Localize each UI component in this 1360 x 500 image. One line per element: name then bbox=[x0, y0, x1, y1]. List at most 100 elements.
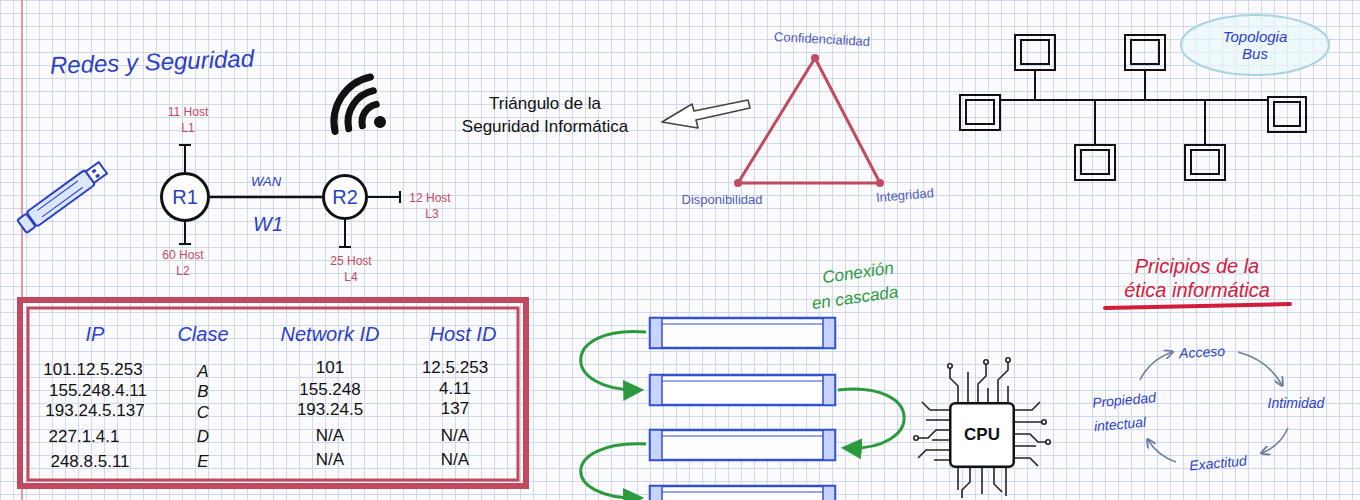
table-header: Clase bbox=[177, 323, 228, 346]
cascade-link bbox=[581, 444, 646, 498]
computer bbox=[1075, 145, 1115, 180]
lan-name: L4 bbox=[344, 271, 357, 285]
pointer-arrow bbox=[662, 100, 750, 128]
usb-detail bbox=[37, 181, 82, 217]
table-header: Network ID bbox=[281, 323, 380, 346]
ethics-principle: intectual bbox=[1093, 414, 1146, 435]
router-circle-border bbox=[162, 174, 209, 221]
cycle-arrow bbox=[1140, 352, 1172, 380]
table-cell: 193.24.5.137 bbox=[45, 401, 144, 421]
caption-text: Seguridad Informática bbox=[462, 117, 628, 137]
usb-pin bbox=[95, 174, 100, 179]
triangle-corner bbox=[811, 54, 819, 62]
cascade-link bbox=[838, 389, 904, 448]
computer-screen bbox=[1131, 40, 1159, 64]
bus-line bbox=[1000, 70, 1268, 145]
trace bbox=[1015, 402, 1046, 466]
wifi-arcs bbox=[325, 77, 380, 132]
trace-pad bbox=[1042, 420, 1046, 424]
computer bbox=[1125, 35, 1165, 70]
node-text-group: R1 bbox=[160, 172, 210, 222]
topology-oval-border bbox=[1181, 15, 1329, 75]
usb-body bbox=[26, 170, 95, 227]
section-heading: ética informática bbox=[1124, 279, 1270, 302]
table-frame-inner bbox=[28, 308, 518, 480]
router-circle: R2 bbox=[322, 174, 368, 220]
computer-screen bbox=[1081, 150, 1109, 174]
table-cell: 137 bbox=[441, 399, 469, 419]
table-cell: C bbox=[197, 403, 209, 423]
table-header: IP bbox=[86, 323, 105, 346]
trace-pad bbox=[1046, 440, 1050, 444]
table-cell: 227.1.4.1 bbox=[49, 427, 120, 447]
cycle-arrow bbox=[1262, 428, 1288, 453]
host-count: 12 Host bbox=[409, 192, 450, 206]
wifi-icon bbox=[325, 76, 387, 138]
table-cell: D bbox=[197, 427, 209, 447]
lan-name: L2 bbox=[176, 265, 189, 279]
computer-screen bbox=[1191, 150, 1219, 174]
caption-text: Triángulo de la bbox=[489, 94, 601, 114]
table-cell: 12.5.253 bbox=[422, 358, 488, 378]
trace bbox=[958, 468, 1006, 498]
lan-stems bbox=[179, 145, 400, 247]
cascade-unit bbox=[650, 375, 835, 405]
cascade-unit bbox=[650, 486, 835, 500]
computer-screen bbox=[1274, 102, 1300, 126]
router-circle-border bbox=[324, 176, 367, 219]
ethics-principle: Exactitud bbox=[1189, 452, 1248, 473]
node-label: R1 bbox=[172, 186, 198, 209]
cpu-chip: CPU bbox=[949, 402, 1015, 468]
link-label: WAN bbox=[249, 175, 283, 190]
table-cell: 248.8.5.11 bbox=[50, 452, 129, 472]
table-header: Host ID bbox=[430, 323, 497, 346]
ethics-principle: Intimidad bbox=[1268, 395, 1325, 411]
table-cell: 155.248 bbox=[299, 380, 360, 400]
heading-underline bbox=[1105, 304, 1290, 308]
trace-pad bbox=[984, 360, 988, 364]
host-count: 25 Host bbox=[330, 255, 371, 269]
usb-pin bbox=[92, 169, 97, 174]
wan-link bbox=[210, 196, 322, 199]
cia-property: Integridad bbox=[876, 186, 935, 206]
usb-drive bbox=[17, 161, 108, 234]
table-cell: 155.248.4.11 bbox=[49, 381, 147, 401]
security-triangle bbox=[738, 58, 880, 183]
page-title: Redes y Seguridad bbox=[50, 45, 255, 80]
computer bbox=[1015, 35, 1055, 70]
router-circle: R1 bbox=[160, 172, 210, 222]
table-cell: 101 bbox=[316, 358, 344, 378]
trace bbox=[918, 402, 949, 460]
table-cell: E bbox=[197, 452, 208, 472]
topology-oval: Topologia Bus bbox=[1180, 14, 1330, 76]
cpu-chip-border bbox=[950, 403, 1014, 467]
unit-ends bbox=[650, 318, 835, 500]
computer bbox=[960, 95, 1000, 130]
unit-detail bbox=[662, 324, 823, 492]
section-heading: Pricipios de la bbox=[1135, 255, 1260, 278]
trace-pad bbox=[914, 436, 918, 440]
cpu-traces bbox=[914, 358, 1050, 498]
host-count: 60 Host bbox=[162, 249, 203, 263]
lan-name: L3 bbox=[425, 208, 438, 222]
cia-property: Disponibilidad bbox=[682, 193, 763, 208]
computer-screen bbox=[966, 100, 994, 124]
usb-plug bbox=[86, 162, 107, 183]
computer bbox=[1268, 97, 1306, 132]
node-label: CPU bbox=[964, 425, 1000, 445]
table-cell: N/A bbox=[316, 450, 344, 470]
triangle-corner bbox=[876, 179, 884, 187]
lan-name: L1 bbox=[181, 122, 194, 136]
table-cell: N/A bbox=[441, 450, 469, 470]
table-frame bbox=[20, 300, 526, 486]
trace bbox=[950, 362, 1008, 402]
table-cell: A bbox=[197, 362, 208, 382]
computer bbox=[1185, 145, 1225, 180]
cycle-arrow bbox=[1148, 440, 1176, 462]
table-cell: N/A bbox=[316, 426, 344, 446]
triangle-corner bbox=[734, 179, 742, 187]
cia-property: Confidencialidad bbox=[774, 30, 871, 50]
